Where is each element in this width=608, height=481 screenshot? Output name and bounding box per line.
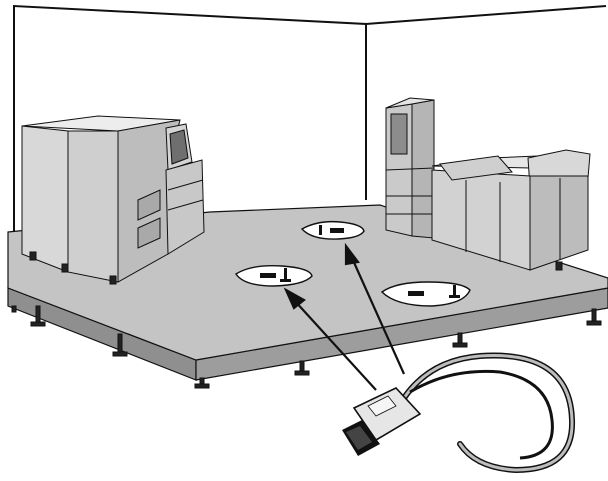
- pedestal: [118, 334, 122, 354]
- cabinet-mid: [68, 131, 118, 282]
- pedestal: [36, 306, 40, 324]
- pedestal-foot: [195, 384, 209, 388]
- pedestal-foot: [587, 321, 601, 325]
- cutout-left: [236, 266, 312, 286]
- printer-foot: [556, 262, 562, 270]
- cabinet-foot: [62, 264, 68, 272]
- pedestal: [12, 306, 16, 312]
- cabinet-foot: [30, 252, 36, 260]
- right-wall-top-edge: [366, 6, 606, 24]
- cutout-left-stand-foot: [280, 279, 291, 282]
- equipment-rack-icon: [386, 98, 434, 238]
- cutout-right-plug: [408, 291, 424, 296]
- cabinet-foot: [110, 276, 116, 284]
- printer-side: [530, 176, 588, 270]
- cable-connector-icon: [342, 356, 572, 470]
- pedestal-foot: [295, 371, 309, 375]
- pedestal-foot: [453, 343, 467, 347]
- cutout-right-stand-foot: [449, 295, 460, 298]
- cutout-left-plug: [260, 273, 276, 278]
- cutout-back-plug: [330, 228, 344, 233]
- connector-cable-second: [410, 371, 552, 458]
- cabinet-front: [22, 126, 68, 272]
- rack-panel: [391, 114, 407, 154]
- cutout-left-stand: [284, 268, 287, 280]
- pedestal-foot: [31, 322, 45, 326]
- pedestal-foot: [113, 352, 127, 356]
- cutout-back-stand: [319, 225, 322, 235]
